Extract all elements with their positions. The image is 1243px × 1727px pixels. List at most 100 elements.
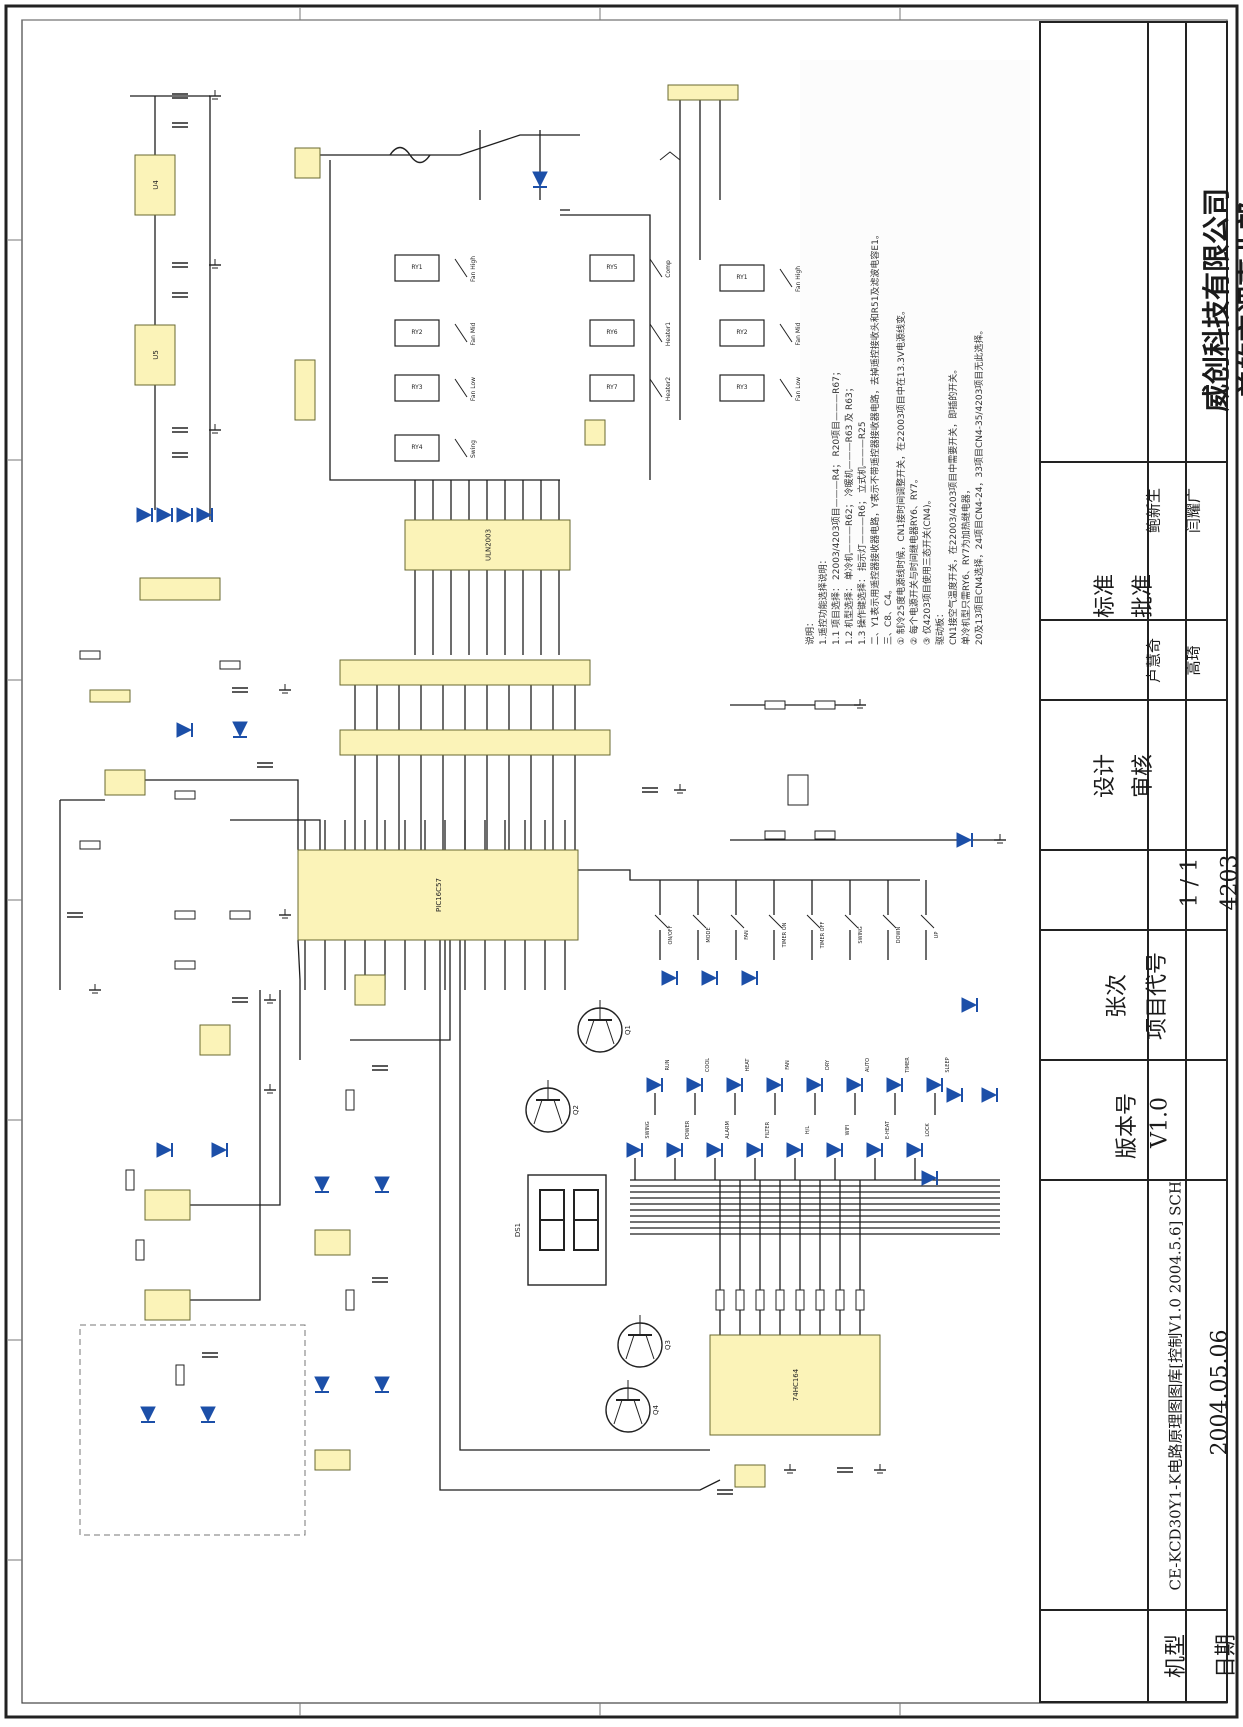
zener-diode (532, 171, 548, 188)
led-label: POWER (685, 1120, 691, 1139)
indicator-led (726, 1077, 743, 1093)
review-value: 高琦 (1184, 645, 1203, 676)
project-value: 4203 (1217, 854, 1243, 911)
bridge-diode (136, 507, 153, 523)
resistor (814, 830, 836, 840)
key-switch (654, 914, 669, 929)
resistor (345, 1089, 355, 1111)
segment-resistor (755, 1289, 765, 1311)
indicator-led (626, 1142, 643, 1158)
resistor (125, 1169, 135, 1191)
relay-contact (454, 378, 468, 398)
transistor-lead (533, 1099, 543, 1125)
input-diode (314, 1376, 330, 1393)
resistor (814, 700, 836, 710)
wire (190, 990, 261, 1301)
diode (232, 721, 248, 738)
relay-coil (589, 319, 635, 347)
wire (350, 940, 451, 1041)
wire (439, 940, 721, 1491)
wire (230, 819, 321, 850)
transistor-lead (605, 1019, 615, 1045)
date-value: 2004.05.06 (1207, 1329, 1233, 1456)
zone-markers (8, 8, 1227, 1716)
key-diode (961, 997, 978, 1013)
relay-label: Fan Low (795, 377, 802, 401)
input-diode (314, 1176, 330, 1193)
driver-ic-uln2003-label: ULN2003 (485, 529, 493, 561)
indicator-led (686, 1077, 703, 1093)
note-line: 1.1 项目选择： 22003/4203项目———R4； R20项目———R67… (832, 367, 842, 645)
relay-coil (394, 374, 440, 402)
indicator-led (806, 1077, 823, 1093)
relay-coil (394, 319, 440, 347)
connector-cn10 (139, 577, 221, 601)
relay-label: Swing (470, 440, 477, 458)
input-diode (374, 1176, 390, 1193)
transistor-lead (585, 1019, 595, 1045)
input-diode (156, 1142, 173, 1158)
led-label: FILTER (765, 1121, 771, 1138)
led-label: SWING (645, 1121, 651, 1138)
resistor (79, 650, 101, 660)
key-label: MODE (706, 927, 712, 942)
led-label: TIMER (905, 1057, 911, 1074)
key-diode (946, 1087, 963, 1103)
label-version: 版本号 (1115, 1093, 1140, 1160)
connector-cn4 (584, 419, 606, 446)
regulator-u5-label: U5 (152, 350, 160, 360)
connector-cn8 (144, 1189, 191, 1221)
relay-ref: RY1 (411, 264, 422, 271)
bridge-diode (196, 507, 213, 523)
connector-cn1 (314, 1229, 351, 1256)
status-led (956, 832, 973, 848)
segment-resistor (835, 1289, 845, 1311)
resistor (135, 1239, 145, 1261)
indicator-led (926, 1077, 943, 1093)
dashed-option-box (79, 1324, 306, 1536)
key-switch (882, 914, 897, 929)
indicator-led (866, 1142, 883, 1158)
note-line: 二、Y1表示用遥控器接收器电路，Y表示不带遥控器接收器电路，去掉遥控接收头和R5… (871, 230, 881, 645)
relay-contact (649, 378, 663, 398)
led-label: DRY (825, 1059, 831, 1070)
connector-cn6 (339, 659, 591, 686)
indicator-led (826, 1142, 843, 1158)
resistor (219, 660, 241, 670)
relay-label: Comp (665, 260, 672, 278)
relay-label: Heater1 (665, 322, 672, 346)
wire (560, 214, 651, 480)
display-ref: DS1 (514, 1223, 522, 1237)
label-project: 项目代号 (1145, 952, 1170, 1041)
key-diode (661, 970, 678, 986)
key-switch (692, 914, 707, 929)
indicator-led (886, 1077, 903, 1093)
label-approve: 批准 (1131, 574, 1156, 619)
label-design: 设计 (1093, 754, 1118, 799)
note-line: 1.遥控功能选择说明： (819, 555, 829, 645)
outer-border (4, 4, 1239, 1719)
sensor-block-2 (89, 689, 131, 703)
note-line: ③ 仅4203项目使用三态开关(CN4)。 (923, 495, 933, 645)
bridge-diode (156, 507, 173, 523)
label-model: 机型 (1164, 1634, 1189, 1679)
key-switch (768, 914, 783, 929)
relay-ref: RY3 (411, 384, 422, 391)
key-label: TIMER ON (782, 922, 788, 948)
relay-ref: RY7 (606, 384, 617, 391)
connector-cn7 (339, 729, 611, 756)
key-diode (921, 1170, 938, 1186)
label-review: 审核 (1131, 754, 1156, 799)
resistor (175, 1364, 185, 1386)
transistor-label: Q4 (652, 1404, 660, 1415)
relay-label: Fan High (470, 256, 477, 282)
crystal-block (354, 974, 386, 1006)
relay-ref: RY1 (736, 274, 747, 281)
wire (190, 990, 281, 1206)
input-diode (374, 1376, 390, 1393)
relay-label: Heater2 (665, 377, 672, 401)
fuse-thermal (389, 146, 431, 164)
resistor (229, 910, 251, 920)
